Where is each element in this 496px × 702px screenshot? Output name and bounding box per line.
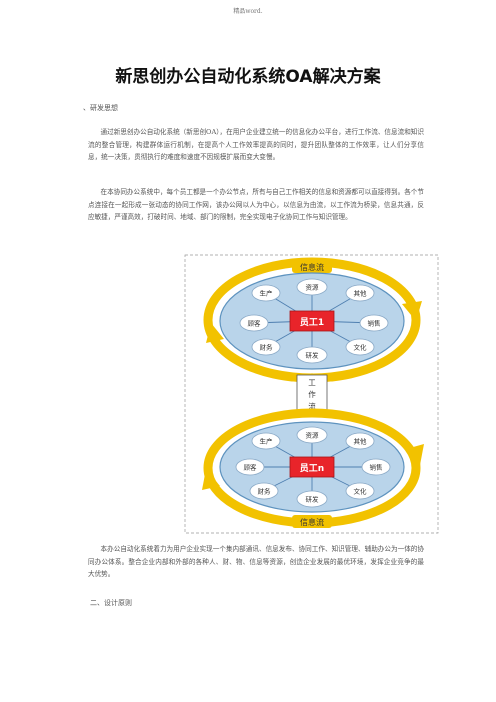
node-other-top: 其他 [354, 289, 368, 298]
node-other-bottom: 其他 [354, 437, 368, 446]
paragraph-research-idea: 通过新思创办公自动化系统（新思创OA），在用户企业建立统一的信息化办公平台，进行… [88, 128, 424, 161]
workflow-char-3: 流 [308, 401, 316, 411]
flow-arrow-top-left [206, 323, 224, 343]
node-production-bottom: 生产 [260, 437, 274, 446]
employee-n-label: 员工n [300, 463, 324, 474]
paragraph-system-goal: 本办公自动化系统着力为用户企业实现一个集内部通讯、信息发布、协同工作、知识管理、… [88, 545, 424, 578]
workflow-connector: 工 作 流 [296, 373, 328, 417]
oa-collaboration-diagram: 信息流 [184, 253, 440, 537]
employee-1-box [289, 310, 335, 332]
workflow-char-1: 工 [308, 378, 316, 387]
paragraph-collaboration: 在本协同办公系统中，每个员工都是一个办公节点，所有与自己工作相关的信息和资源都可… [88, 188, 424, 221]
diagram-frame [184, 254, 439, 534]
node-rd-top: 研发 [306, 351, 320, 360]
document-title: 新思创办公自动化系统OA解决方案 [115, 67, 381, 87]
node-sales-top: 销售 [368, 319, 381, 328]
bottom-cluster: 信息流 [202, 408, 424, 528]
node-resource-bottom: 资源 [306, 431, 320, 440]
bottom-flow-label: 信息流 [300, 517, 324, 527]
section-heading-1: 、研发思想 [83, 104, 118, 112]
employee-n-box [289, 456, 335, 478]
top-flow-label: 信息流 [300, 262, 324, 272]
top-cluster: 信息流 [203, 257, 422, 383]
workflow-char-2: 作 [308, 389, 316, 399]
node-finance-bottom: 财务 [258, 487, 272, 496]
flow-arrow-top-right [402, 301, 422, 321]
node-customer-bottom: 顾客 [244, 463, 258, 472]
page-header: 精品word. [233, 8, 263, 15]
node-finance-top: 财务 [260, 343, 274, 352]
node-customer-top: 顾客 [248, 319, 262, 328]
node-culture-bottom: 文化 [354, 487, 368, 496]
node-production-top: 生产 [260, 289, 274, 298]
node-rd-bottom: 研发 [306, 495, 320, 504]
flow-arrow-bottom-left [202, 469, 220, 490]
node-sales-bottom: 销售 [370, 463, 383, 472]
node-resource-top: 资源 [306, 283, 320, 292]
flow-arrow-bottom-right [406, 444, 424, 465]
employee-1-label: 员工1 [300, 317, 324, 328]
section-heading-2: 二、设计原则 [90, 599, 132, 607]
node-culture-top: 文化 [354, 343, 368, 352]
